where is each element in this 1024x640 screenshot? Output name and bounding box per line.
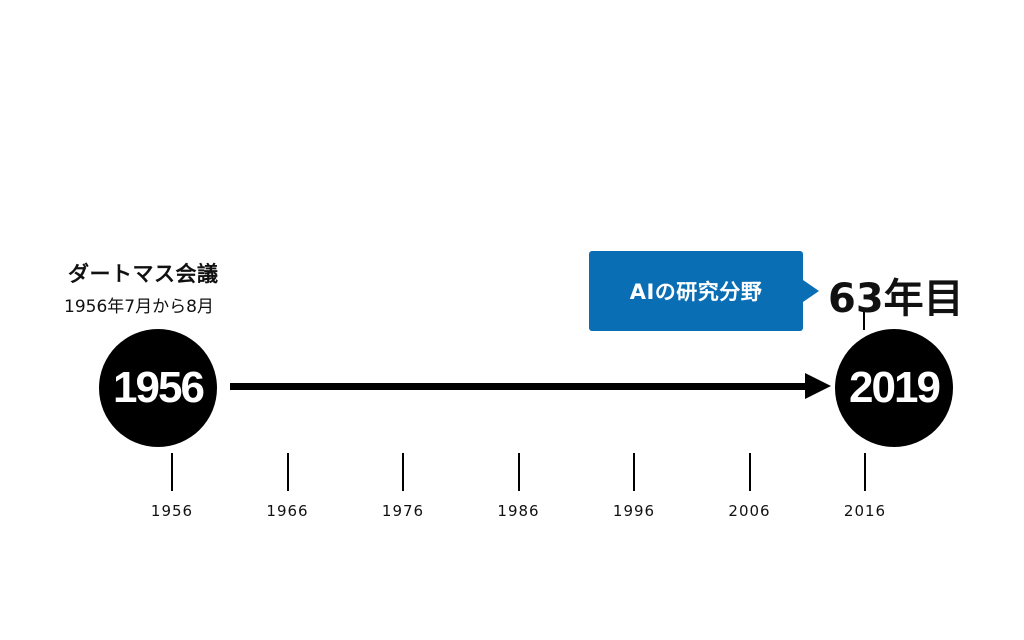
callout-label: AIの研究分野 xyxy=(629,280,763,304)
event-title: ダートマス会議 xyxy=(68,262,219,286)
tick-mark xyxy=(402,453,404,491)
tick-label: 1986 xyxy=(497,502,540,520)
tick-label: 2016 xyxy=(843,502,887,520)
tick-label: 1966 xyxy=(266,502,309,520)
tick-mark xyxy=(171,453,173,491)
tick-label: 2006 xyxy=(728,502,771,520)
tick-label: 1956 xyxy=(150,502,194,520)
tick-mark xyxy=(286,453,289,491)
arrow-head-icon xyxy=(805,373,831,399)
elapsed-years-label: 63年目 xyxy=(828,276,964,322)
research-field-callout: AIの研究分野 xyxy=(589,251,803,331)
tick-label: 1996 xyxy=(612,502,656,520)
callout-pointer-icon xyxy=(803,280,819,302)
tick-label: 1976 xyxy=(381,502,425,520)
end-year-circle: 2019 xyxy=(835,329,953,447)
start-year-circle: 1956 xyxy=(99,329,217,447)
event-dates: 1956年7月から8月 xyxy=(64,297,214,317)
tick-mark xyxy=(633,453,635,491)
elapsed-years-connector xyxy=(863,312,865,330)
tick-mark xyxy=(864,453,866,491)
timeline-arrow-line xyxy=(230,383,810,390)
tick-mark xyxy=(517,453,520,491)
start-year-label: 1956 xyxy=(113,363,205,412)
end-year-label: 2019 xyxy=(849,363,941,412)
tick-mark xyxy=(748,453,751,491)
